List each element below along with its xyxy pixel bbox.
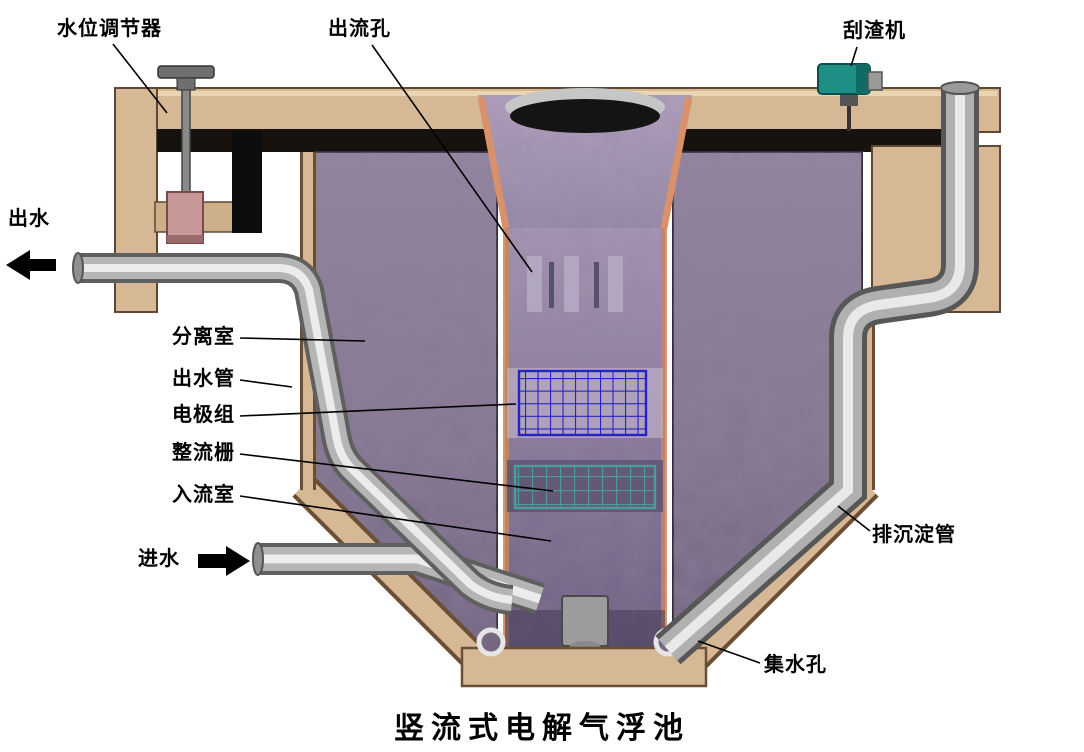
outflow-slot-gap: [594, 262, 599, 308]
water-level-regulator-device: [157, 65, 215, 244]
outlet-pipe-shape: [72, 252, 514, 615]
outflow-slot: [608, 256, 623, 312]
column-top-opening: [510, 99, 660, 133]
diagram-title: 竖流式电解气浮池: [394, 712, 690, 745]
outflow-slot-gap: [549, 262, 554, 308]
water-collection-hole-left: [476, 627, 506, 657]
leader-lines: [112, 43, 871, 664]
outflow-slot: [564, 256, 579, 312]
label-inlet-water: 进水: [138, 548, 180, 570]
electrode-grid: [517, 369, 648, 437]
label-rectifier-grid: 整流栅: [172, 442, 235, 464]
outlet-flow-arrow: [6, 250, 56, 280]
label-inflow-chamber: 入流室: [172, 484, 235, 506]
label-scraper: 刮渣机: [843, 20, 906, 42]
inner-wall-shadow: [232, 131, 262, 233]
rectifier-grid-shape: [513, 464, 657, 510]
label-water-collection-hole: 集水孔: [764, 654, 827, 676]
regulator-handle: [157, 65, 215, 79]
label-water-level-regulator: 水位调节器: [57, 18, 162, 40]
label-separation-chamber: 分离室: [172, 326, 235, 348]
flare-edge-left: [477, 96, 510, 229]
sediment-pipe-shape: [655, 81, 980, 665]
outflow-slot: [527, 256, 542, 312]
bottom-fitting: [561, 595, 609, 647]
label-outflow-hole: 出流孔: [328, 18, 391, 40]
label-sediment-discharge-pipe: 排沉淀管: [872, 524, 956, 546]
scraper-machine: [817, 63, 883, 131]
label-electrode-group: 电极组: [172, 404, 235, 426]
flare-edge-right: [660, 96, 693, 229]
inlet-flow-arrow: [198, 546, 250, 576]
regulator-float: [166, 191, 204, 244]
label-outlet-pipe: 出水管: [172, 368, 235, 390]
label-outlet-water: 出水: [8, 208, 50, 230]
